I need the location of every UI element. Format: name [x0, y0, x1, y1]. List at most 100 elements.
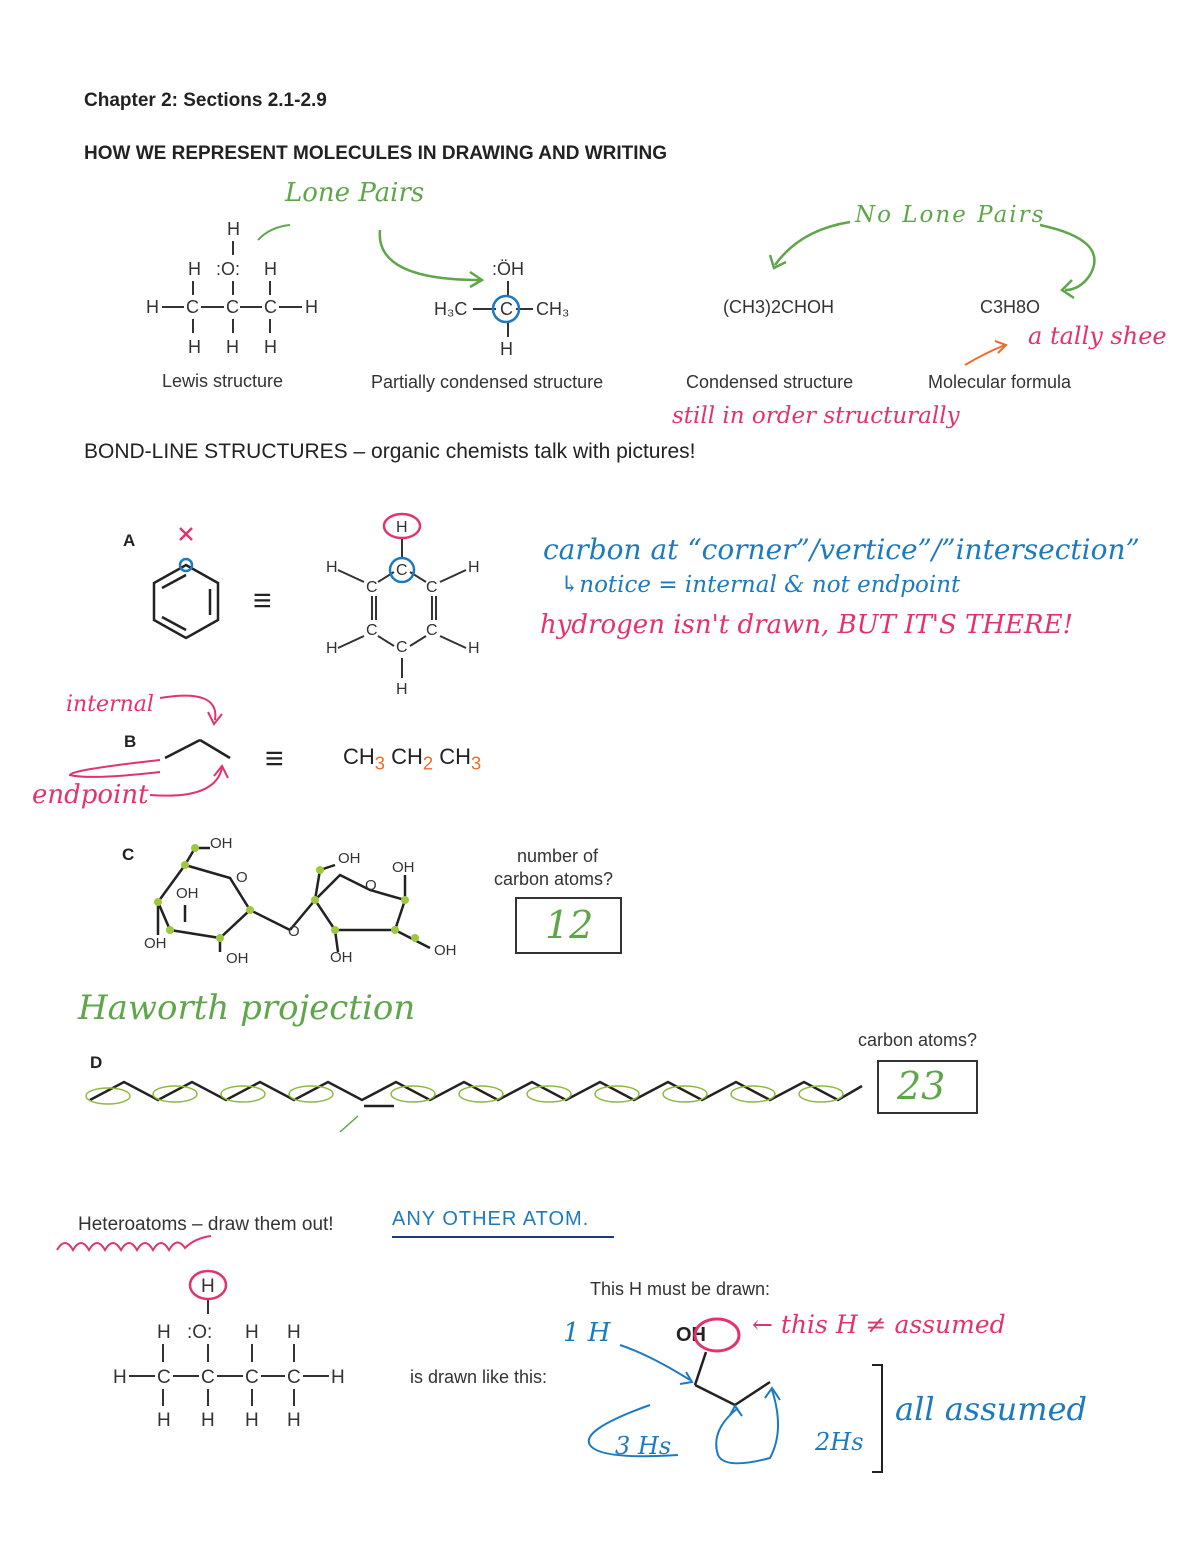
svg-text:H₃C: H₃C [434, 299, 467, 319]
note-any-other-atom: ANY OTHER ATOM. [392, 1208, 590, 1230]
butanol-bondline [587, 1317, 883, 1473]
svg-text:C: C [426, 622, 438, 639]
svg-text:H: H [245, 1322, 259, 1343]
note-this-h-not-assumed: ← this H ≠ assumed [752, 1310, 1006, 1339]
svg-text:C: C [157, 1367, 171, 1388]
svg-text:C: C [287, 1367, 301, 1388]
lone-pairs-arrow [378, 229, 485, 289]
note-3hs: 3 Hs [615, 1432, 672, 1460]
heteroatoms-heading: Heteroatoms – draw them out! [78, 1214, 334, 1235]
answer-box-c[interactable]: 12 [515, 897, 622, 954]
condensed-label: Condensed structure [686, 372, 854, 392]
question-d-prompt: carbon atoms? [858, 1030, 978, 1050]
partial-label: Partially condensed structure [371, 372, 604, 392]
note-no-lone-pairs: No Lone Pairs [855, 202, 1046, 228]
svg-text:H: H [326, 640, 338, 657]
svg-text:OH: OH [144, 935, 167, 952]
label-d: D [90, 1053, 103, 1072]
svg-text:OH: OH [392, 859, 415, 876]
question-c-prompt-1: number of [517, 846, 599, 866]
note-1h: 1 H [563, 1318, 611, 1348]
note-hydrogen-not-drawn: hydrogen isn't drawn, BUT IT'S THERE! [540, 610, 1074, 640]
svg-text:OH: OH [434, 942, 457, 959]
note-carbon-at-corner: carbon at “corner”/vertice”/”intersectio… [543, 533, 1140, 566]
svg-text::O:: :O: [187, 1322, 212, 1343]
svg-text:O: O [288, 923, 300, 940]
svg-text:H: H [226, 337, 239, 357]
svg-text:H: H [396, 681, 408, 698]
svg-text:H: H [287, 1322, 301, 1343]
svg-text:C: C [366, 579, 378, 596]
no-lone-pairs-arrows [768, 220, 1096, 300]
molecular-label: Molecular formula [928, 372, 1072, 392]
svg-text:H: H [201, 1410, 215, 1431]
label-a: A [123, 531, 136, 550]
svg-text:H: H [201, 1276, 215, 1297]
svg-text:C: C [366, 622, 378, 639]
answer-c: 12 [545, 903, 594, 947]
svg-text:O: O [365, 877, 377, 894]
svg-text:OH: OH [210, 835, 233, 852]
svg-text:H: H [264, 259, 277, 279]
drawn-like-this-label: is drawn like this: [410, 1367, 548, 1387]
equiv-b: ≡ [265, 740, 284, 776]
svg-text:H: H [468, 640, 480, 657]
svg-text:CH₃: CH₃ [536, 299, 569, 319]
svg-text:H: H [305, 297, 318, 317]
propane-condensed: CH3 CH2 CH3 [343, 744, 482, 774]
svg-text:H: H [326, 559, 338, 576]
svg-text:C: C [396, 562, 408, 579]
question-c-prompt-2: carbon atoms? [494, 869, 614, 889]
answer-d: 23 [897, 1064, 946, 1108]
any-other-underline [392, 1236, 614, 1238]
svg-text:H: H [113, 1367, 127, 1388]
svg-text:H: H [500, 339, 513, 359]
propane-bondline [68, 694, 231, 797]
svg-text:H: H [188, 337, 201, 357]
svg-text:H: H [245, 1410, 259, 1431]
must-be-drawn-label: This H must be drawn: [590, 1279, 771, 1299]
svg-text:H: H [188, 259, 201, 279]
molecular-formula: C3H8O [980, 297, 1041, 317]
note-2hs: 2Hs [815, 1428, 864, 1456]
svg-text:O: O [236, 869, 248, 886]
note-lone-pairs: Lone Pairs [285, 178, 425, 208]
svg-text:C: C [396, 639, 408, 656]
equiv-a: ≡ [253, 582, 272, 618]
fatty-acid-zigzag [85, 1080, 863, 1133]
oh-group: OH [676, 1324, 706, 1346]
svg-text:H: H [396, 519, 408, 536]
lewis-label: Lewis structure [162, 371, 284, 391]
answer-box-d[interactable]: 23 [877, 1060, 978, 1114]
note-endpoint: endpoint [32, 780, 149, 810]
svg-text:C: C [500, 299, 513, 319]
tally-arrow [964, 340, 1008, 366]
section-heading: HOW WE REPRESENT MOLECULES IN DRAWING AN… [84, 143, 668, 164]
svg-text:H: H [157, 1322, 171, 1343]
label-c: C [122, 845, 135, 864]
bondline-heading: BOND-LINE STRUCTURES – organic chemists … [84, 440, 696, 463]
svg-text:OH: OH [176, 885, 199, 902]
benzene-bondline [152, 527, 220, 640]
label-b: B [124, 732, 137, 751]
note-internal-not-endpoint: ↳notice = internal & not endpoint [560, 572, 961, 598]
svg-text:C: C [426, 579, 438, 596]
svg-text:OH: OH [330, 949, 353, 966]
svg-text:H: H [287, 1410, 301, 1431]
svg-text:C: C [226, 297, 239, 317]
note-all-assumed: all assumed [895, 1390, 1088, 1428]
svg-text:C: C [245, 1367, 259, 1388]
svg-text:C: C [201, 1367, 215, 1388]
svg-text:C: C [186, 297, 199, 317]
svg-text:OH: OH [226, 950, 249, 967]
pink-squiggle [56, 1235, 212, 1253]
svg-text::O:: :O: [216, 259, 240, 279]
svg-text:C: C [264, 297, 277, 317]
svg-text:H: H [157, 1410, 171, 1431]
note-internal: internal [66, 692, 154, 717]
partial-structure-drawing: :ÖH H₃C C CH₃ H [434, 259, 569, 359]
